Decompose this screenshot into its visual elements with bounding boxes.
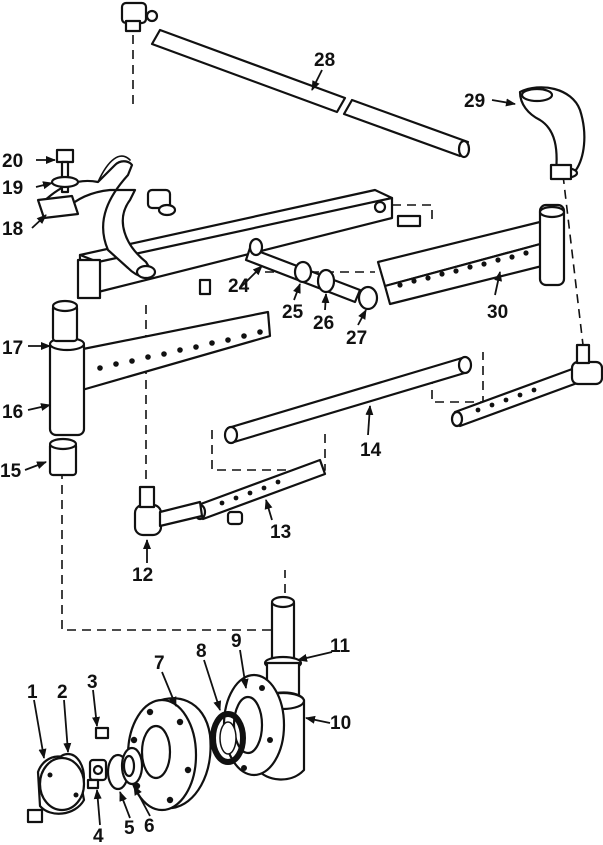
callout-2: 2 <box>57 682 68 703</box>
callout-26: 26 <box>313 313 334 334</box>
callout-labels: 28 29 20 19 18 24 25 26 27 30 17 16 15 1… <box>0 50 508 845</box>
callout-27: 27 <box>346 328 367 349</box>
callout-10: 10 <box>330 713 351 734</box>
steering-arm <box>518 86 586 181</box>
tie-rod-tube <box>223 355 473 445</box>
right-axle-extension <box>376 203 566 306</box>
hub-cap <box>26 752 86 824</box>
callout-13: 13 <box>270 522 291 543</box>
callout-6: 6 <box>144 816 155 837</box>
callout-30: 30 <box>487 302 508 323</box>
callout-18: 18 <box>2 219 23 240</box>
left-tie-rod-end <box>133 485 204 537</box>
callout-8: 8 <box>196 641 207 662</box>
right-tie-rod-end <box>450 343 603 428</box>
drag-link-tube <box>120 1 471 159</box>
callout-11: 11 <box>330 636 351 657</box>
wheel-bearings <box>106 746 144 791</box>
callout-29: 29 <box>464 91 485 112</box>
callout-5: 5 <box>124 818 135 839</box>
callout-9: 9 <box>231 631 242 652</box>
callout-7: 7 <box>154 653 165 674</box>
callout-19: 19 <box>2 178 23 199</box>
callout-28: 28 <box>314 50 335 71</box>
left-axle-extension <box>48 310 272 437</box>
small-bolts <box>146 188 177 217</box>
upper-bushing <box>51 299 79 343</box>
oil-seal <box>210 711 246 765</box>
callout-3: 3 <box>87 672 98 693</box>
wheel-hub <box>126 697 212 812</box>
callout-leaders <box>24 69 516 826</box>
callout-1: 1 <box>27 682 38 703</box>
spindle-nut <box>86 726 110 790</box>
callout-12: 12 <box>132 565 153 586</box>
callout-25: 25 <box>282 302 304 323</box>
tie-rod-end-tube <box>193 458 327 526</box>
king-pin-bolt <box>50 148 80 194</box>
pivot-pin-assembly <box>244 237 379 311</box>
lower-bushing <box>48 437 78 477</box>
callout-4: 4 <box>93 826 104 845</box>
callout-24: 24 <box>228 276 250 297</box>
axle-beam <box>76 188 422 300</box>
callout-16: 16 <box>2 402 23 423</box>
callout-14: 14 <box>360 440 382 461</box>
callout-15: 15 <box>0 461 22 482</box>
callout-20: 20 <box>2 151 23 172</box>
callout-17: 17 <box>2 338 23 359</box>
